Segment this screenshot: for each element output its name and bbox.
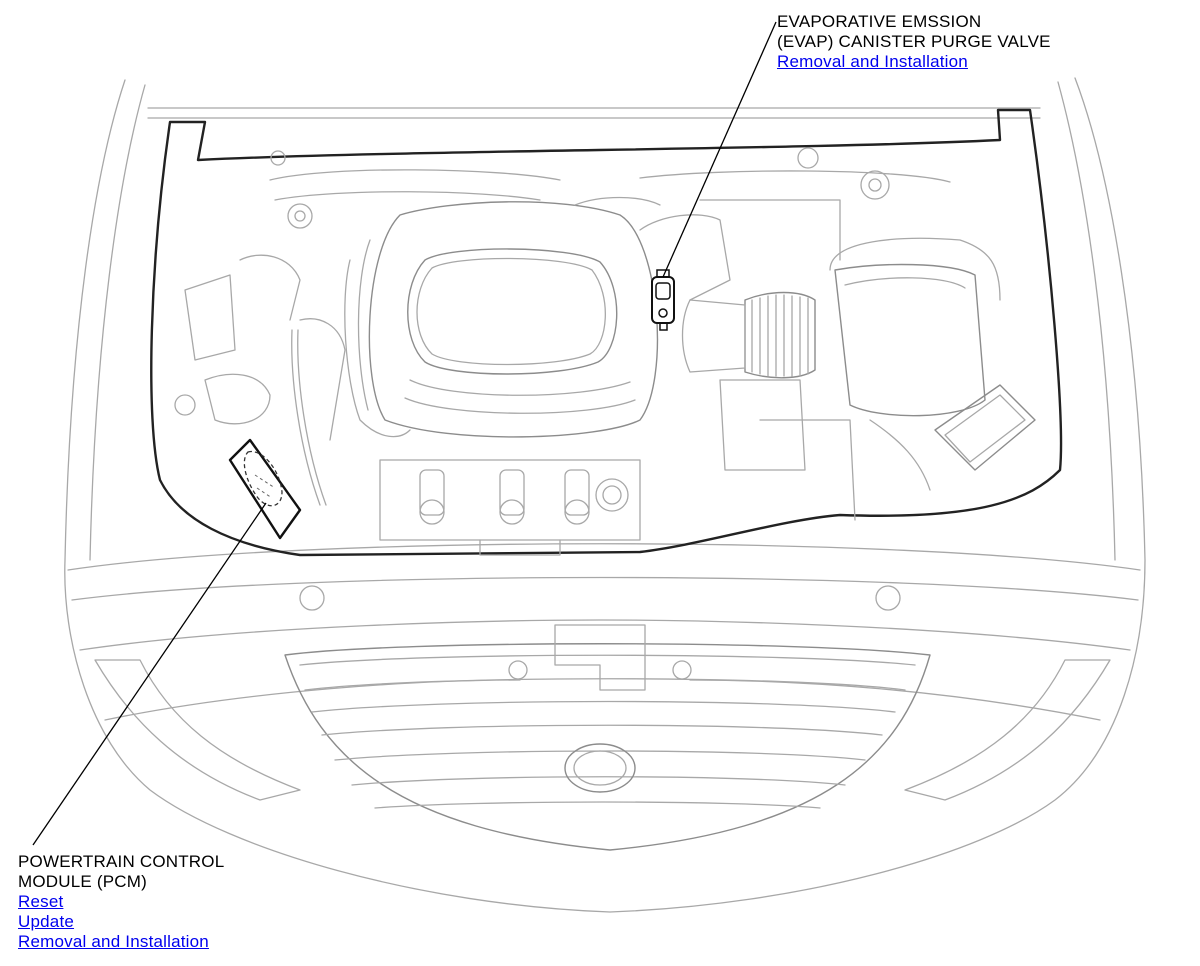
evap-purge-valve-drawing [651, 269, 675, 331]
engine-cover [344, 201, 659, 438]
engine-bay-outline [150, 108, 1063, 557]
pcm-callout: POWERTRAIN CONTROL MODULE (PCM) Reset Up… [18, 852, 224, 952]
pcm-name-line-1: POWERTRAIN CONTROL [18, 852, 225, 871]
pcm-drawing [228, 438, 302, 540]
evap-name-line-1: EVAPORATIVE EMSSION [777, 12, 982, 31]
evap-leader-line [662, 21, 777, 278]
evap-purge-valve-callout: EVAPORATIVE EMSSION (EVAP) CANISTER PURG… [777, 12, 1051, 72]
pcm-reset-link[interactable]: Reset [18, 892, 64, 911]
pcm-name-line-2: MODULE (PCM) [18, 872, 147, 891]
evap-name-line-2: (EVAP) CANISTER PURGE VALVE [777, 32, 1051, 51]
evap-removal-installation-link[interactable]: Removal and Installation [777, 52, 968, 71]
pcm-leader-line [32, 502, 267, 846]
engine-bay-detail [174, 147, 1036, 556]
vehicle-body [64, 77, 1146, 913]
front-grille [284, 585, 931, 851]
pcm-update-link[interactable]: Update [18, 912, 75, 931]
pcm-removal-installation-link[interactable]: Removal and Installation [18, 932, 209, 951]
